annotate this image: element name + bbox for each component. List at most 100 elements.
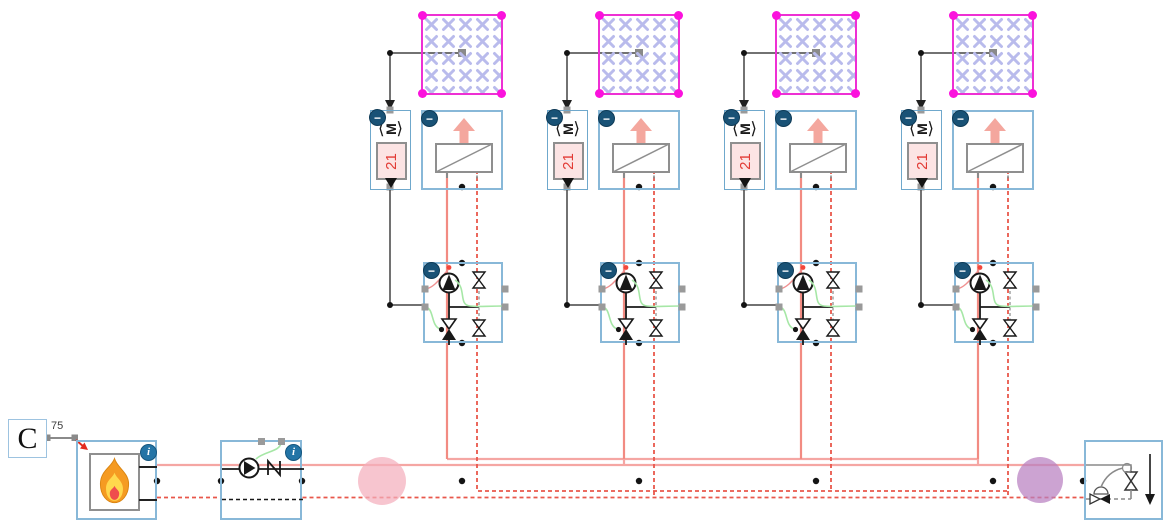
- minus-icon[interactable]: −: [952, 110, 969, 127]
- selection-handle[interactable]: [595, 11, 604, 20]
- room-zone-block[interactable]: [595, 11, 683, 98]
- block-handle[interactable]: [775, 303, 783, 311]
- selection-handle[interactable]: [418, 89, 427, 98]
- branch-pump-block[interactable]: −: [598, 262, 686, 345]
- minus-icon[interactable]: −: [954, 262, 971, 279]
- selection-handle[interactable]: [497, 89, 506, 98]
- dp-valve-block[interactable]: [1084, 440, 1163, 520]
- block-handle[interactable]: [678, 303, 686, 311]
- block-handle[interactable]: [775, 285, 783, 293]
- block-handle[interactable]: [598, 303, 606, 311]
- constant-block[interactable]: C: [8, 419, 47, 458]
- selection-handle[interactable]: [772, 11, 781, 20]
- setpoint-box[interactable]: 21: [376, 142, 407, 180]
- info-icon[interactable]: i: [285, 444, 302, 461]
- boiler-supply-stub: [139, 466, 157, 468]
- room-zone-block[interactable]: [949, 11, 1037, 98]
- selection-handle[interactable]: [418, 11, 427, 20]
- info-icon[interactable]: i: [140, 444, 157, 461]
- block-handle[interactable]: [952, 285, 960, 293]
- room-zone-block[interactable]: [418, 11, 506, 98]
- setpoint-value: 21: [383, 152, 400, 170]
- balancing-valve-icon: [471, 278, 487, 289]
- block-handle[interactable]: [952, 303, 960, 311]
- branch-pump-block[interactable]: −: [775, 262, 863, 345]
- pump-signal-wire: [808, 279, 858, 308]
- minus-icon[interactable]: −: [775, 110, 792, 127]
- minus-icon[interactable]: −: [598, 110, 615, 127]
- minus-icon[interactable]: −: [421, 110, 438, 127]
- selection-handle[interactable]: [851, 89, 860, 98]
- pink-highlight-circle[interactable]: [358, 457, 406, 505]
- branch-pump-block[interactable]: −: [952, 262, 1040, 345]
- valve-actuator-block[interactable]: − ⟨ M ⟩ 21: [546, 109, 588, 190]
- pump-signal-wire: [454, 279, 504, 308]
- balancing-valve-icon: [825, 326, 841, 337]
- room-zone-block[interactable]: [772, 11, 860, 98]
- valve-actuator-block[interactable]: − ⟨ M ⟩ 21: [900, 109, 942, 190]
- block-handle[interactable]: [421, 285, 429, 293]
- minus-icon[interactable]: −: [423, 262, 440, 279]
- setpoint-box[interactable]: 21: [907, 142, 938, 180]
- block-handle[interactable]: [258, 438, 265, 445]
- balancing-valve-icon: [825, 319, 841, 330]
- control-valve-icon: [971, 318, 989, 331]
- block-handle[interactable]: [501, 303, 509, 311]
- setpoint-value: 21: [914, 152, 931, 170]
- selection-handle[interactable]: [851, 11, 860, 20]
- block-handle[interactable]: [855, 303, 863, 311]
- heat-emitter-block[interactable]: −: [421, 110, 503, 190]
- selection-handle[interactable]: [497, 11, 506, 20]
- selection-handle[interactable]: [772, 89, 781, 98]
- block-handle[interactable]: [1032, 303, 1040, 311]
- emitter-icon: [789, 143, 847, 173]
- block-handle[interactable]: [278, 438, 285, 445]
- minus-icon[interactable]: −: [900, 109, 917, 126]
- balancing-valve-icon: [825, 271, 841, 282]
- block-handle[interactable]: [421, 303, 429, 311]
- branch-pump-block[interactable]: −: [421, 262, 509, 345]
- valve-actuator-block[interactable]: − ⟨ M ⟩ 21: [369, 109, 411, 190]
- minus-icon[interactable]: −: [723, 109, 740, 126]
- selection-handle[interactable]: [949, 89, 958, 98]
- heat-emitter-block[interactable]: −: [952, 110, 1034, 190]
- selection-handle[interactable]: [1028, 11, 1037, 20]
- selection-handle[interactable]: [1028, 89, 1037, 98]
- pump-icon: [619, 274, 633, 290]
- bracket-glyph: ⟨: [732, 119, 739, 138]
- heat-emitter-block[interactable]: −: [775, 110, 857, 190]
- selection-handle[interactable]: [674, 89, 683, 98]
- minus-icon[interactable]: −: [546, 109, 563, 126]
- branch-pump-symbols: [952, 265, 1040, 345]
- wire-handle[interactable]: [71, 434, 79, 442]
- branch-pump-symbols: [598, 265, 686, 345]
- block-handle[interactable]: [855, 285, 863, 293]
- block-handle[interactable]: [678, 285, 686, 293]
- pump-icon: [442, 274, 456, 290]
- heat-emitter-block[interactable]: −: [598, 110, 680, 190]
- heat-source-block[interactable]: i: [76, 440, 157, 520]
- wire-handle[interactable]: [44, 434, 51, 442]
- selection-handle[interactable]: [949, 11, 958, 20]
- setpoint-box[interactable]: 21: [730, 142, 761, 180]
- hatch-fill: [600, 16, 678, 93]
- control-valve-icon: [973, 329, 987, 340]
- purple-highlight-circle[interactable]: [1017, 457, 1063, 503]
- block-handle[interactable]: [501, 285, 509, 293]
- minus-icon[interactable]: −: [600, 262, 617, 279]
- motor-label: M: [913, 123, 930, 135]
- output-arrow-icon: [739, 178, 751, 188]
- motor-symbol: ⟨ M ⟩: [548, 119, 587, 139]
- branch-pump-symbols: [775, 265, 863, 345]
- minus-icon[interactable]: −: [369, 109, 386, 126]
- control-valve-icon: [619, 329, 633, 340]
- selection-handle[interactable]: [595, 89, 604, 98]
- main-pump-block[interactable]: i: [220, 438, 304, 520]
- valve-actuator-block[interactable]: − ⟨ M ⟩ 21: [723, 109, 765, 190]
- block-handle[interactable]: [598, 285, 606, 293]
- block-handle[interactable]: [1032, 285, 1040, 293]
- minus-icon[interactable]: −: [777, 262, 794, 279]
- selection-handle[interactable]: [674, 11, 683, 20]
- setpoint-box[interactable]: 21: [553, 142, 584, 180]
